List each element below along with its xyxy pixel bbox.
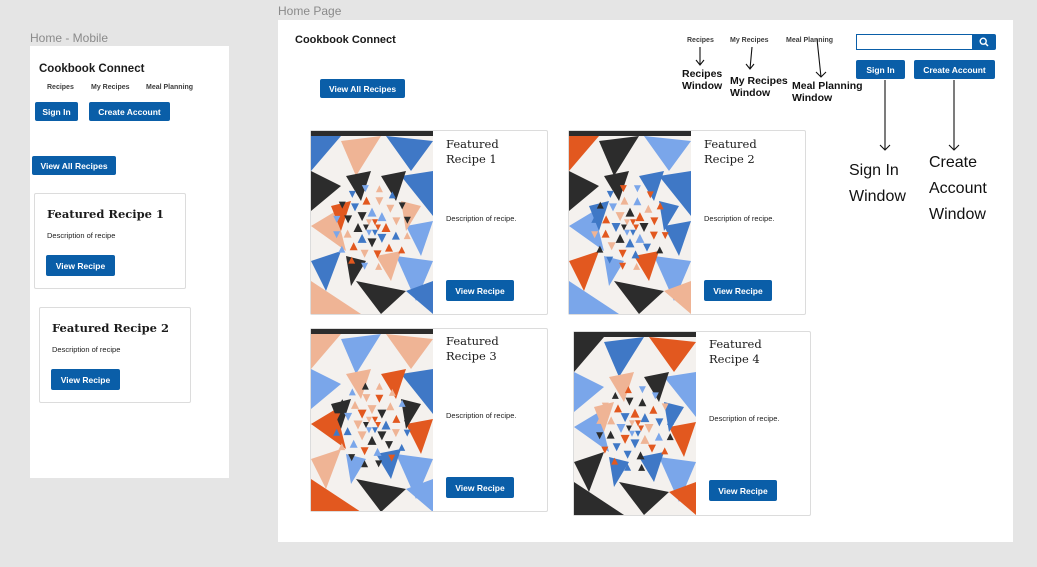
- desktop-frame-label: Home Page: [278, 4, 342, 18]
- desktop-frame: Cookbook Connect Recipes My Recipes Meal…: [278, 20, 1013, 542]
- mobile-recipe-title: Featured Recipe 2: [52, 321, 170, 335]
- recipe-description: Description of recipe.: [446, 214, 517, 223]
- search-button[interactable]: [972, 34, 996, 50]
- desktop-brand: Cookbook Connect: [295, 34, 396, 46]
- recipe-description: Description of recipe.: [446, 411, 517, 420]
- arrow-down-icon: [695, 47, 705, 66]
- mobile-recipe-card: Featured Recipe 1 Description of recipe …: [34, 193, 186, 289]
- view-recipe-button[interactable]: View Recipe: [709, 480, 777, 501]
- search-input[interactable]: [856, 34, 973, 50]
- mobile-recipe-description: Description of recipe: [52, 345, 121, 354]
- nav-meal-planning[interactable]: Meal Planning: [786, 37, 834, 44]
- sign-in-button[interactable]: Sign In: [856, 60, 905, 79]
- mobile-nav-recipes[interactable]: Recipes: [47, 84, 74, 91]
- recipe-image: [569, 131, 691, 314]
- mobile-view-recipe-button[interactable]: View Recipe: [46, 255, 115, 276]
- search-icon: [979, 37, 989, 47]
- recipe-image: [311, 329, 433, 511]
- mobile-recipe-title: Featured Recipe 1: [47, 207, 165, 221]
- view-recipe-button[interactable]: View Recipe: [446, 477, 514, 498]
- create-account-button[interactable]: Create Account: [914, 60, 995, 79]
- mobile-recipe-card: Featured Recipe 2 Description of recipe …: [39, 307, 191, 403]
- recipe-image: [574, 332, 696, 515]
- arrow-down-icon: [879, 80, 891, 151]
- mobile-create-account-button[interactable]: Create Account: [89, 102, 170, 121]
- mobile-view-all-recipes-button[interactable]: View All Recipes: [32, 156, 116, 175]
- mobile-nav-my-recipes[interactable]: My Recipes: [91, 84, 130, 91]
- mobile-frame-label: Home - Mobile: [30, 31, 109, 45]
- mobile-brand: Cookbook Connect: [39, 63, 145, 75]
- mobile-view-recipe-button[interactable]: View Recipe: [51, 369, 120, 390]
- view-recipe-button[interactable]: View Recipe: [446, 280, 514, 301]
- view-all-recipes-button[interactable]: View All Recipes: [320, 79, 405, 98]
- view-recipe-button[interactable]: View Recipe: [704, 280, 772, 301]
- nav-recipes[interactable]: Recipes: [687, 37, 714, 44]
- mobile-nav-meal-planning[interactable]: Meal Planning: [146, 84, 194, 91]
- recipe-image: [311, 131, 433, 314]
- nav-my-recipes[interactable]: My Recipes: [730, 37, 769, 44]
- arrow-down-icon: [948, 80, 960, 151]
- arrow-down-icon: [745, 46, 755, 70]
- mobile-sign-in-button[interactable]: Sign In: [35, 102, 78, 121]
- recipe-description: Description of recipe.: [709, 414, 780, 423]
- mobile-recipe-description: Description of recipe: [47, 231, 116, 240]
- recipe-description: Description of recipe.: [704, 214, 775, 223]
- arrow-down-icon: [815, 38, 827, 78]
- mobile-frame: Cookbook Connect Recipes My Recipes Meal…: [30, 46, 229, 478]
